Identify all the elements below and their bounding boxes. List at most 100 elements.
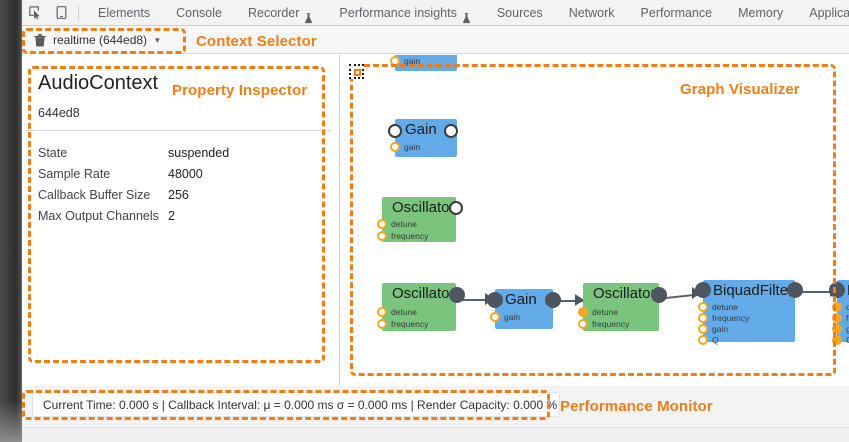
tab-network[interactable]: Network bbox=[556, 0, 628, 26]
audio-param-port-detune[interactable] bbox=[377, 219, 387, 229]
audio-param-port-q[interactable] bbox=[698, 335, 708, 345]
audio-param-label: gain bbox=[712, 324, 729, 334]
node-title: B bbox=[847, 282, 849, 299]
node-body bbox=[382, 283, 456, 331]
audio-node-biquadfilter[interactable]: B de fre ga Q bbox=[829, 280, 849, 345]
performance-monitor-readout: Current Time: 0.000 s | Callback Interva… bbox=[32, 392, 560, 417]
audio-param-label: frequency bbox=[391, 319, 429, 329]
table-row: Max Output Channels 2 bbox=[38, 205, 318, 226]
tab-performance-insights[interactable]: Performance insights bbox=[326, 0, 483, 26]
inspect-element-icon[interactable] bbox=[22, 1, 48, 25]
tab-console[interactable]: Console bbox=[163, 0, 235, 26]
audio-param-label: gain bbox=[404, 56, 421, 66]
tab-application[interactable]: Applicatio bbox=[796, 0, 849, 26]
node-input-port[interactable] bbox=[388, 124, 402, 138]
tab-memory[interactable]: Memory bbox=[725, 0, 796, 26]
audio-param-port-detune[interactable] bbox=[578, 307, 588, 317]
node-output-port[interactable] bbox=[787, 282, 803, 298]
tab-recorder[interactable]: Recorder bbox=[235, 0, 326, 26]
audio-param-port-q[interactable] bbox=[832, 335, 842, 345]
chevron-down-icon[interactable]: ▾ bbox=[155, 34, 160, 45]
browser-chrome-edge bbox=[0, 0, 22, 442]
audio-node-gain[interactable]: Gain gain bbox=[390, 55, 457, 71]
audio-param-port-frequency[interactable] bbox=[377, 231, 387, 241]
audio-node-gain[interactable]: Gain gain bbox=[487, 289, 561, 329]
page-title: AudioContext bbox=[38, 72, 159, 94]
context-selector-bar: realtime (644ed8) ▾ bbox=[22, 26, 849, 54]
tab-application-label: Applicatio bbox=[809, 5, 849, 20]
audio-param-port-detune[interactable] bbox=[377, 307, 387, 317]
tab-performance[interactable]: Performance bbox=[628, 0, 726, 26]
audio-param-label: gain bbox=[404, 142, 421, 152]
annotation-label-property-inspector: Property Inspector bbox=[172, 82, 308, 99]
audio-param-label: de bbox=[846, 302, 849, 312]
annotation-label-performance-monitor: Performance Monitor bbox=[560, 398, 713, 415]
audio-param-label: frequency bbox=[391, 231, 429, 241]
node-input-port[interactable] bbox=[695, 282, 711, 298]
audio-node-oscillator[interactable]: Oscillator detune frequency bbox=[377, 197, 463, 242]
audio-param-port-gain[interactable] bbox=[490, 312, 500, 322]
node-output-port[interactable] bbox=[545, 292, 561, 308]
audio-param-port-gain[interactable] bbox=[832, 324, 842, 334]
node-drag-handle[interactable] bbox=[349, 64, 364, 79]
graph-visualizer[interactable]: Gain gain Gain gain Oscillator detune fr… bbox=[340, 55, 849, 385]
context-selector-group: realtime (644ed8) ▾ bbox=[28, 29, 169, 51]
tab-recorder-label: Recorder bbox=[247, 5, 300, 20]
audio-param-port-frequency[interactable] bbox=[578, 319, 588, 329]
node-title: Oscillator bbox=[593, 285, 656, 302]
audio-param-port-gain[interactable] bbox=[698, 324, 708, 334]
node-output-port[interactable] bbox=[449, 201, 463, 215]
tab-memory-label: Memory bbox=[738, 5, 784, 20]
node-output-port[interactable] bbox=[651, 287, 667, 303]
audio-node-biquadfilter[interactable]: BiquadFilter detune frequency gain Q bbox=[695, 280, 803, 345]
audio-param-label: gain bbox=[504, 312, 521, 322]
node-output-port[interactable] bbox=[444, 124, 458, 138]
device-toolbar-icon[interactable] bbox=[48, 1, 74, 25]
property-value: 48000 bbox=[168, 166, 203, 181]
node-input-port[interactable] bbox=[829, 282, 845, 298]
tab-network-label: Network bbox=[568, 5, 615, 20]
audio-param-label: detune bbox=[391, 219, 417, 229]
property-value: 2 bbox=[168, 208, 175, 223]
property-inspector: AudioContext 644ed8 State suspended Samp… bbox=[26, 62, 331, 367]
audio-param-port-frequency[interactable] bbox=[377, 319, 387, 329]
context-selector-value[interactable]: realtime (644ed8) bbox=[53, 33, 148, 47]
audio-param-port-frequency[interactable] bbox=[698, 313, 708, 323]
audio-node-oscillator[interactable]: Oscillator detune frequency bbox=[377, 283, 465, 331]
annotation-label-graph-visualizer: Graph Visualizer bbox=[680, 81, 800, 98]
trash-icon[interactable] bbox=[34, 33, 46, 47]
inspector-divider bbox=[26, 130, 331, 131]
table-row: Callback Buffer Size 256 bbox=[38, 184, 318, 205]
tab-elements[interactable]: Elements bbox=[85, 0, 163, 26]
tab-sources[interactable]: Sources bbox=[484, 0, 556, 26]
node-input-port[interactable] bbox=[487, 292, 503, 308]
audio-param-port-detune[interactable] bbox=[698, 302, 708, 312]
node-title: Gain bbox=[405, 121, 437, 138]
audio-param-port-frequency[interactable] bbox=[832, 313, 842, 323]
connection-edge bbox=[456, 299, 496, 301]
experimental-flask-icon bbox=[304, 7, 313, 24]
audio-param-port-gain[interactable] bbox=[390, 142, 400, 152]
connection-arrow-icon bbox=[575, 294, 584, 306]
table-row: Sample Rate 48000 bbox=[38, 163, 318, 184]
audio-param-port-detune[interactable] bbox=[832, 302, 842, 312]
property-value: suspended bbox=[168, 145, 230, 160]
performance-monitor-bar: Current Time: 0.000 s | Callback Interva… bbox=[22, 386, 849, 442]
property-key: State bbox=[38, 145, 68, 160]
node-output-port[interactable] bbox=[449, 287, 465, 303]
node-body bbox=[495, 289, 553, 329]
audio-param-label: Q bbox=[846, 335, 849, 345]
tab-performance-insights-label: Performance insights bbox=[339, 5, 457, 20]
audio-node-oscillator[interactable]: Oscillator detune frequency bbox=[578, 283, 667, 331]
tab-sources-label: Sources bbox=[496, 5, 543, 20]
node-title: Oscillator bbox=[392, 199, 455, 216]
audio-param-port-gain[interactable] bbox=[390, 56, 400, 66]
node-title: BiquadFilter bbox=[713, 282, 794, 299]
audio-param-label: fre bbox=[846, 313, 849, 323]
audio-node-gain[interactable]: Gain gain bbox=[388, 119, 458, 157]
tab-performance-label: Performance bbox=[640, 5, 713, 20]
audio-param-label: detune bbox=[391, 307, 417, 317]
table-row: State suspended bbox=[38, 142, 318, 163]
pane-divider[interactable] bbox=[339, 55, 340, 385]
